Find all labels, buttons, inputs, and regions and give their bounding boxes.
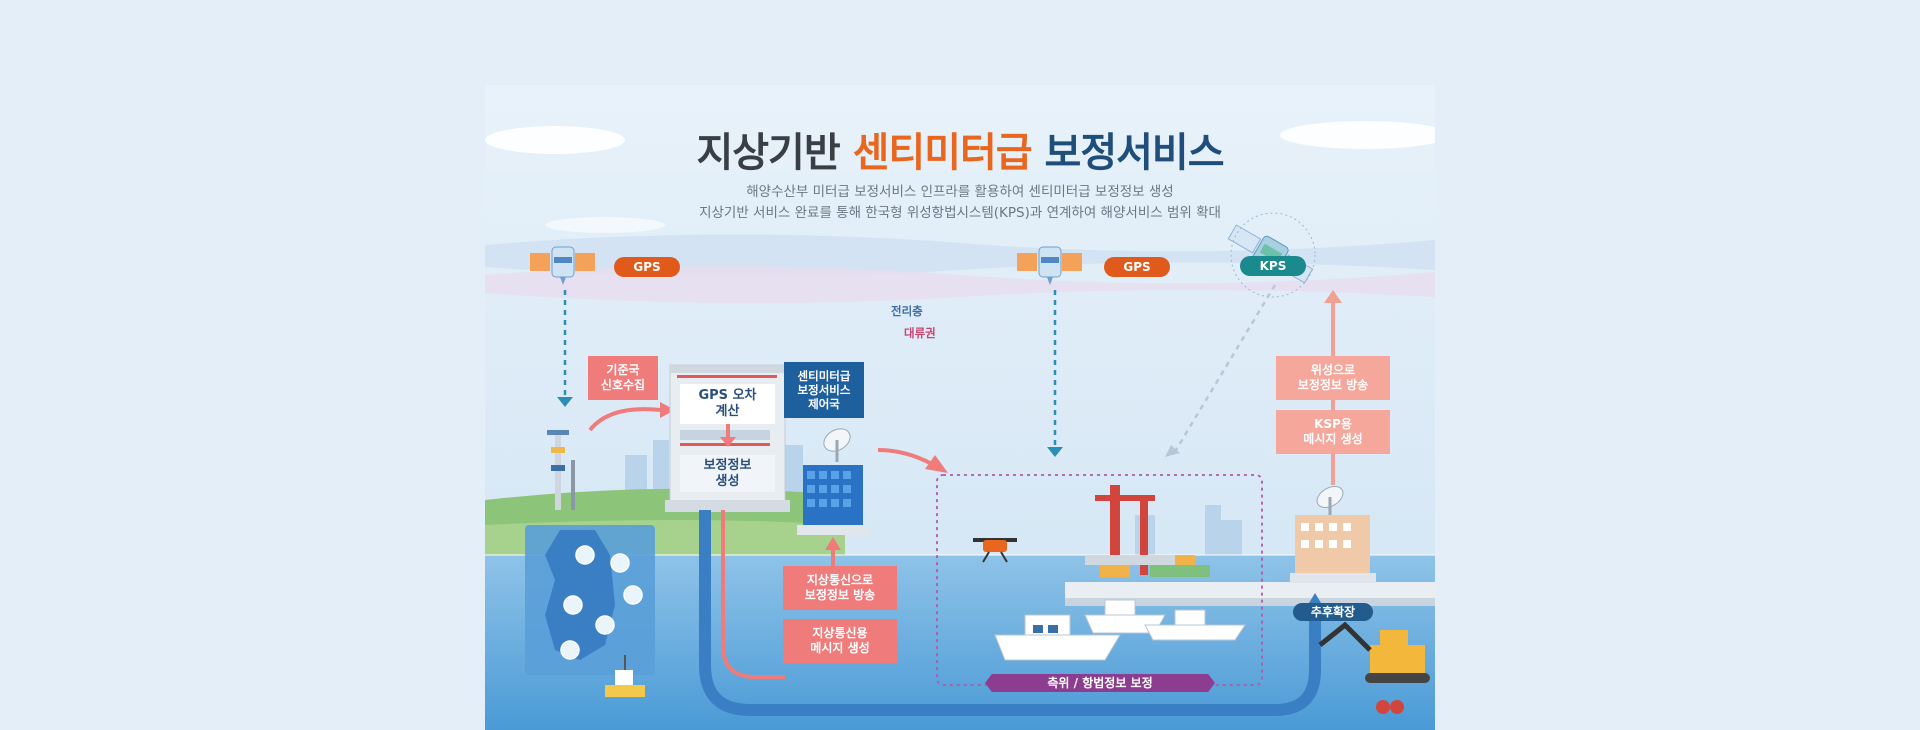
radar-dish-icon [1316,486,1344,515]
page-title: 지상기반 센티미터급 보정서비스 [485,120,1435,178]
subtitle-line-1: 해양수산부 미터급 보정서비스 인프라를 활용하여 센티미터급 보정정보 생성 [746,184,1174,200]
gps-label-right: GPS [1104,257,1170,277]
scene-svg [485,85,1435,730]
title-part-3: 보정서비스 [1044,130,1225,176]
ship-icon [605,655,645,697]
correction-generate-box: 보정정보 생성 [680,455,775,492]
troposphere-label: 대류권 [904,326,936,340]
ionosphere-label: 전리층 [891,304,923,318]
ship-icon [994,614,1121,661]
ksp-message-box: KSP용 메시지 생성 [1276,410,1390,454]
satellite-icon [530,246,595,285]
crane-icon [1085,485,1195,575]
kps-label: KPS [1240,256,1306,276]
radar-dish-icon [823,428,851,462]
gps-label-left: GPS [614,257,680,277]
terrestrial-broadcast-box: 지상통신으로 보정정보 방송 [783,566,897,610]
satellite-broadcast-box: 위성으로 보정정보 방송 [1276,356,1390,400]
title-part-1: 지상기반 [696,130,840,176]
data-pipe [699,510,1321,716]
uplink-building [1290,515,1376,583]
subtitle-line-2: 지상기반 서비스 완료를 통해 한국형 위성항법시스템(KPS)과 연계하여 해… [699,205,1221,221]
gps-error-calc-box: GPS 오차 계산 [680,384,775,424]
antenna-icon [547,430,575,510]
control-station-box: 센티미터급 보정서비스 제어국 [784,362,864,418]
illustration-stage [485,85,1435,730]
survey-correction-tag: 측위 / 항법정보 보정 [985,674,1215,692]
terrestrial-message-box: 지상통신용 메시지 생성 [783,619,897,663]
troposphere-band [485,266,1435,304]
ship-icon [1144,609,1246,641]
future-expansion-tag: 추후확장 [1293,603,1373,621]
wifi-tower-icon [560,545,643,660]
ship-icon [1084,599,1166,634]
excavator-icon [1318,621,1430,714]
satellite-icon [1017,246,1082,285]
reference-station-box: 기준국 신호수집 [588,356,658,400]
title-part-2: 센티미터급 [852,130,1033,176]
drone-icon [973,538,1017,563]
dock [1065,582,1435,598]
control-building [797,465,869,535]
service-zone [936,474,1263,686]
cloud [485,121,1435,233]
